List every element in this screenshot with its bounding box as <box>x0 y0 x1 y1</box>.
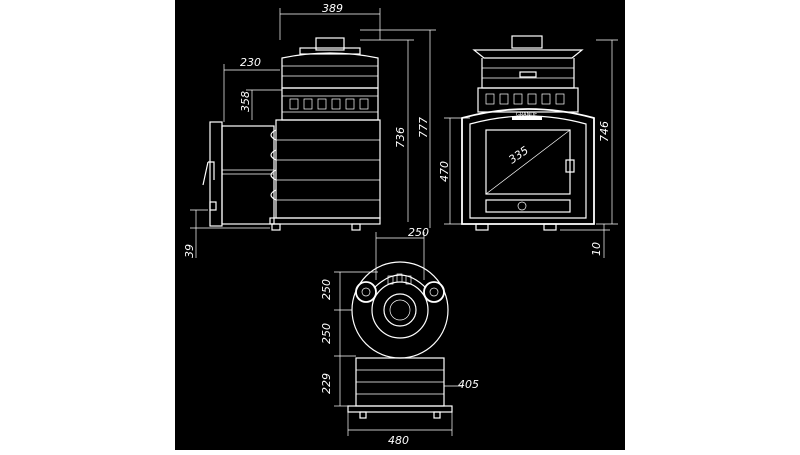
dim-side-body-height: 736 <box>394 127 407 148</box>
brand-plate: GRANDE <box>516 112 537 118</box>
dim-plan-top-width: 250 <box>408 226 429 239</box>
plan-handle-right <box>423 281 445 303</box>
dim-plan-seg-middle: 250 <box>320 323 333 344</box>
side-tank <box>281 52 379 89</box>
dim-side-total-height: 777 <box>417 117 430 138</box>
ash-pan <box>485 199 571 213</box>
dim-side-low: 39 <box>183 244 196 258</box>
plan-handle-left <box>355 281 377 303</box>
dim-side-offset: 230 <box>240 56 261 69</box>
front-door-frame <box>461 108 595 225</box>
dim-front-feet: 10 <box>590 242 603 256</box>
door-handle <box>202 161 215 186</box>
dim-front-total-height: 746 <box>598 121 611 142</box>
dim-plan-inner-width: 405 <box>458 378 479 391</box>
plan-view: 250 250 250 229 405 480 <box>320 226 479 447</box>
side-tunnel <box>221 125 275 225</box>
side-view: 389 230 358 39 736 777 <box>183 2 436 258</box>
front-stone-band <box>477 87 579 113</box>
dim-front-door-height: 470 <box>438 161 451 182</box>
door-glass <box>485 129 571 195</box>
dim-plan-bottom-width: 480 <box>388 434 409 447</box>
dim-side-firebox: 358 <box>239 91 252 112</box>
dim-side-top-width: 389 <box>322 2 343 15</box>
drawing-background <box>175 0 625 450</box>
front-top-flange <box>472 49 584 59</box>
side-chimney <box>315 37 345 51</box>
plan-top-arc <box>373 274 427 289</box>
dim-plan-seg-lower: 229 <box>320 373 333 394</box>
dim-plan-seg-upper: 250 <box>320 279 333 300</box>
